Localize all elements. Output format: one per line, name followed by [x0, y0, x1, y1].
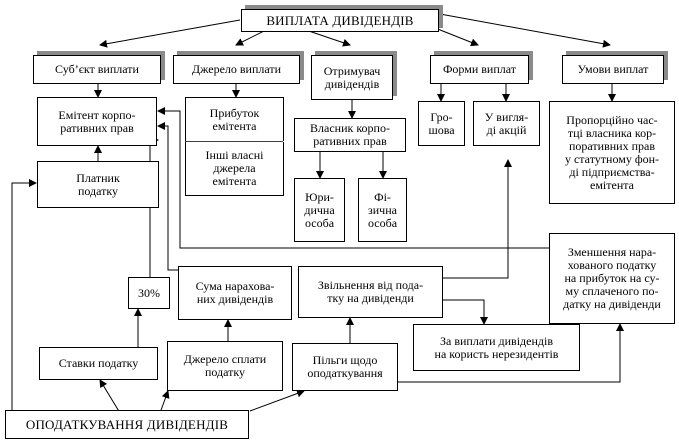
- title-box: ВИПЛАТА ДИВІДЕНДІВ: [241, 9, 439, 32]
- arrow-taxation-paysource: [159, 390, 170, 414]
- nonresidents-box: За виплати дивідендів на користь нерезид…: [413, 324, 580, 371]
- arrow-reduction-issuer: [157, 107, 549, 249]
- forms-box: Форми виплат: [430, 55, 529, 84]
- recipient-box: Отримувач дивідендів: [311, 55, 393, 100]
- arrow-taxation-rates: [99, 379, 121, 414]
- arrow-title-subject: [99, 19, 241, 48]
- taxation-box: ОПОДАТКУВАННЯ ДИВІДЕНДІВ: [5, 410, 249, 439]
- benefits-box: Пільги щодо оподаткування: [292, 343, 398, 391]
- arrow-title-conditions: [439, 13, 611, 48]
- natural-person-box: Фі- зична особа: [358, 178, 407, 242]
- arrow-exemption-shares: [443, 159, 512, 279]
- payment-source-box: Джерело сплати податку: [167, 341, 283, 391]
- arrow-taxation-taxpayer: [11, 179, 37, 415]
- arrow-benefits-reduction: [398, 323, 624, 383]
- subject-box: Суб’єкт виплати: [33, 55, 161, 84]
- arrow-taxation-benefits: [249, 389, 305, 412]
- owner-box: Власник корпо- ративних прав: [294, 118, 406, 152]
- reduction-box: Зменшення нара- хованого податку на приб…: [549, 233, 675, 324]
- source-box: Джерело виплати: [173, 55, 300, 84]
- other-sources-box: Інші власні джерела емітента: [185, 142, 284, 196]
- legal-person-box: Юри- дична особа: [294, 178, 345, 242]
- arrow-accrued-issuer: [157, 122, 178, 271]
- cash-box: Гро- шова: [418, 101, 465, 146]
- proportional-box: Пропорційно час- тці власника кор- порат…: [549, 101, 675, 204]
- issuer-box: Емітент корпо- ративних прав: [37, 97, 157, 146]
- shares-box: У вигля- ді акцій: [473, 101, 540, 146]
- taxpayer-box: Платник податку: [37, 161, 159, 208]
- arrow-exemption-nonresidents: [443, 299, 488, 325]
- rate-30-box: 30%: [128, 277, 170, 309]
- conditions-box: Умови виплат: [562, 55, 664, 84]
- accrued-sum-box: Сума нарахова- них дивідендів: [178, 266, 292, 320]
- tax-rates-box: Ставки податку: [39, 347, 158, 380]
- exemption-box: Звільнення від пода- тку на дивіденди: [298, 266, 443, 318]
- profit-box: Прибуток емітента: [185, 97, 284, 141]
